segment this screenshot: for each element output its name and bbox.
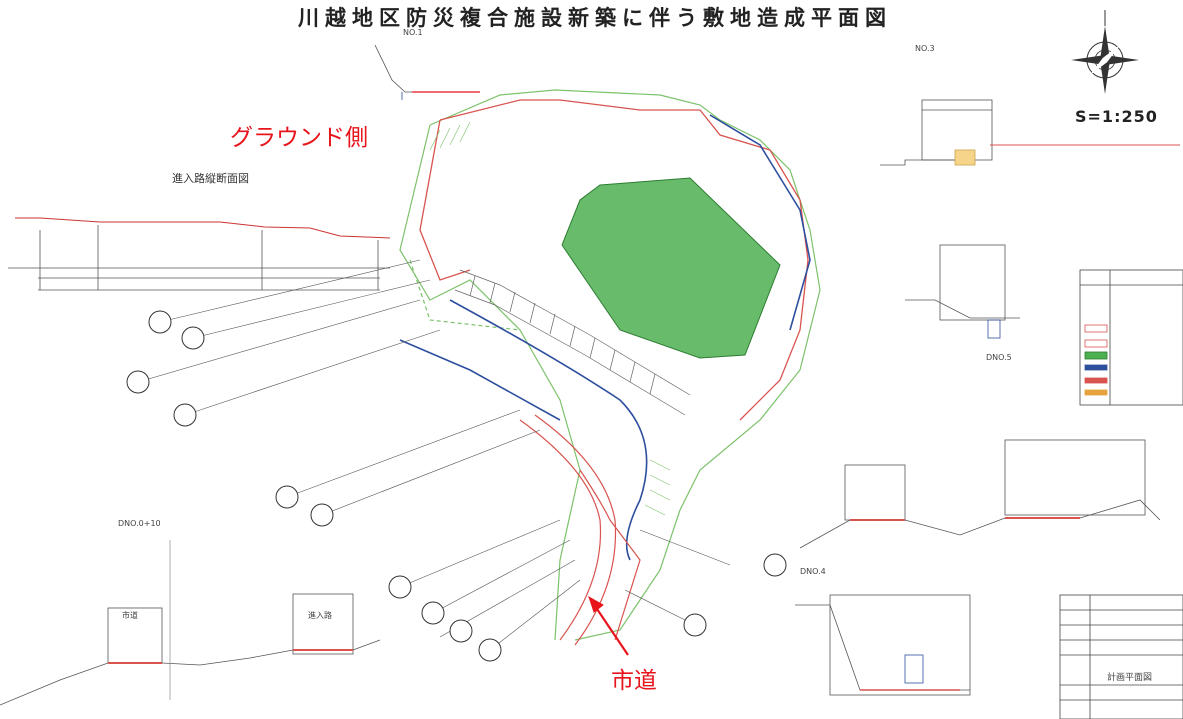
- site-grading-outline: [399, 89, 821, 641]
- section-dno010-label: DNO.0+10: [118, 519, 161, 528]
- station-leader-lines: [137, 259, 731, 651]
- scale-label: S=1:250: [1075, 107, 1158, 126]
- section-dno5-label: DNO.5: [986, 353, 1012, 362]
- cross-section-city-road-label: 市道: [122, 611, 138, 620]
- section-dno5: [799, 439, 1161, 549]
- section-no1-label: NO.1: [403, 28, 423, 37]
- section-no1: [374, 44, 480, 100]
- ground-side-annotation: グラウンド側: [230, 125, 368, 151]
- drawing-title: 川越地区防災複合施設新築に伴う敷地造成平面図: [298, 6, 892, 30]
- title-block: [1059, 594, 1183, 719]
- legend-table: [1079, 269, 1183, 406]
- cross-section-access-road-label: 進入路: [308, 611, 332, 620]
- section-no3-label: NO.3: [915, 44, 935, 53]
- slope-hatching: [429, 121, 671, 516]
- title-block-drawing-name: 計画平面図: [1107, 673, 1153, 683]
- section-4: [905, 244, 1020, 339]
- parking-area: [454, 269, 691, 416]
- north-arrow-compass-icon: [1071, 10, 1139, 94]
- city-road-annotation: 市道: [611, 668, 657, 694]
- section-dno4-label: DNO.4: [800, 567, 826, 576]
- site-boundary-red: [419, 99, 809, 421]
- building-footprint: [561, 177, 781, 359]
- section-no3: [880, 99, 1180, 166]
- section-dno010: [0, 540, 381, 706]
- access-road-blue: [399, 114, 811, 561]
- station-markers: [126, 310, 787, 662]
- profile-title: 進入路縦断面図: [172, 172, 249, 185]
- city-road-lines: [519, 414, 641, 646]
- section-dno4: [795, 594, 971, 696]
- city-road-arrow: [588, 595, 629, 656]
- access-road-profile: [8, 217, 391, 291]
